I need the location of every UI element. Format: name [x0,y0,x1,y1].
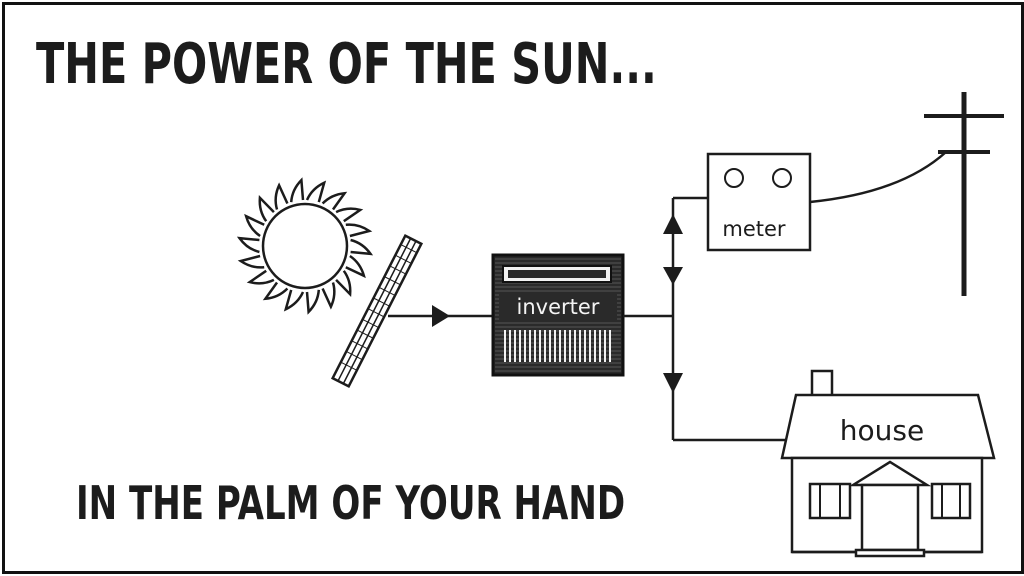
sun-ray [350,238,374,256]
panel-to-inverter-wire [388,305,493,327]
flow-arrow-icon [432,305,450,327]
sun-ray [237,254,265,269]
panel-cell-divider [346,351,363,361]
sun-ray [262,281,289,301]
sun-ray [345,254,366,279]
panel-cell-divider [367,308,385,318]
arrow-down-icon [663,373,683,393]
sun-ray [236,236,260,254]
meter-label: meter [722,217,786,241]
arrow-down-icon [663,267,683,285]
sun-ray [305,289,321,315]
inverter-label: inverter [517,295,600,319]
meter-to-pole-wire [809,151,947,204]
panel-cell-divider [389,265,407,275]
panel-cell-divider [340,361,358,371]
panel-cell-divider [373,297,390,307]
headline-subtitle: IN THE PALM OF YOUR HAND [76,476,626,530]
sun-ray [321,282,336,310]
sun-ray [244,213,265,238]
panel-cell-divider [400,244,418,254]
inverter-icon: inverter [491,253,625,377]
sun-ray [305,180,327,203]
house-icon: house [780,369,996,558]
house-label: house [840,414,924,447]
arrow-up-icon [663,214,683,234]
panel-cell-divider [395,254,412,264]
panel-cell-divider [362,318,379,329]
sun-icon [236,177,374,315]
panel-cell-divider [356,329,374,339]
sun-ray [321,191,348,211]
panel-cell-divider [378,286,396,296]
sun-ray [283,289,305,312]
headline-title: THE POWER OF THE SUN... [36,32,657,97]
sun-ray [345,223,373,238]
panel-cell-divider [384,276,401,286]
sun-ray [258,194,275,222]
utility-pole-icon [924,92,1004,296]
sun-ray [335,207,364,223]
meter-icon: meter [706,152,812,252]
panel-cell-divider [351,340,368,350]
sun-ray [289,177,305,203]
solar-panel-icon [330,233,424,389]
sun-ray [335,270,352,298]
sun-ray [246,269,275,285]
sun-ray [274,182,289,210]
